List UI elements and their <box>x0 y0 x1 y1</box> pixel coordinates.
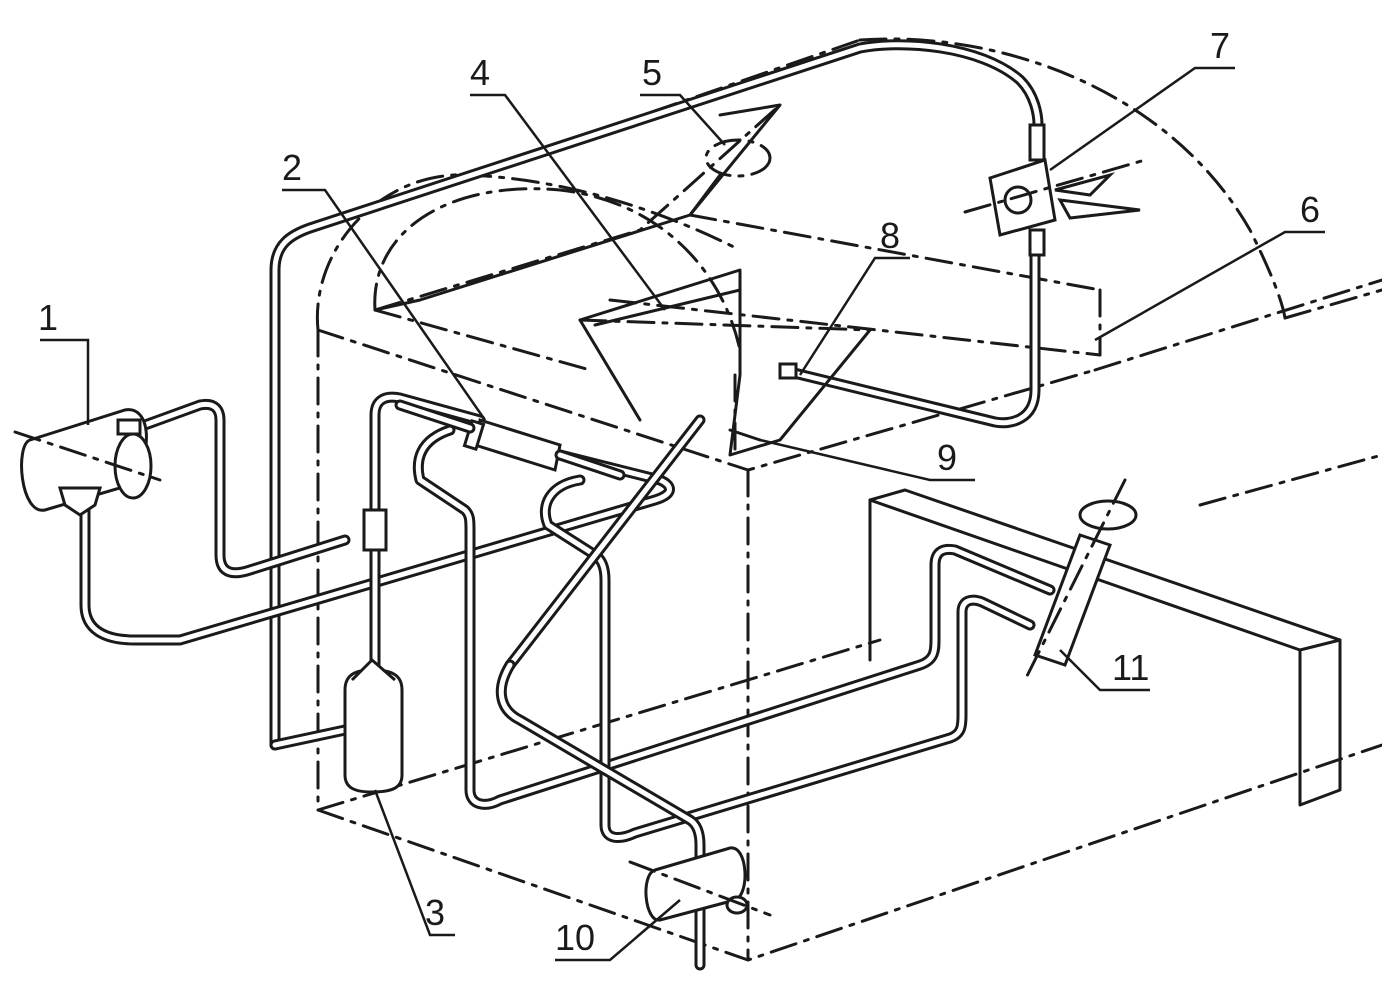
leader-8 <box>798 256 910 376</box>
compressor-port <box>116 418 142 436</box>
callout-6: 6 <box>1300 189 1320 230</box>
inner-arch <box>373 187 742 352</box>
callout-11: 11 <box>1112 647 1149 688</box>
receiver-3 <box>343 657 404 794</box>
leader-6 <box>1094 230 1325 342</box>
compressor-axis <box>13 430 162 482</box>
step-box-front <box>1298 638 1342 807</box>
pipe-to-valve-10-inner <box>498 662 703 968</box>
body-outline <box>315 37 1382 962</box>
evaporator-fitting <box>778 362 798 380</box>
rear-arch-outline <box>858 37 1287 320</box>
evaporator-8 <box>578 268 872 457</box>
rear-top-line <box>1283 288 1382 320</box>
tee-fitting <box>362 508 388 552</box>
pipe-diagonal-evap-inner <box>507 417 703 668</box>
leader-11 <box>1059 649 1150 692</box>
filter-left-line-inner <box>397 402 473 431</box>
pipe-loop-a-inner <box>415 427 1053 807</box>
callout-labels: 1 2 3 4 5 6 7 8 9 10 11 <box>38 25 1320 958</box>
leader-2 <box>282 188 487 421</box>
front-top-line <box>316 328 1097 472</box>
pipe-receiver-left-inner <box>272 727 348 748</box>
filter-line-inner <box>557 452 623 478</box>
callout-7: 7 <box>1210 25 1230 66</box>
floor-diagonal <box>316 638 882 812</box>
roof-vent-stem <box>688 173 722 217</box>
fan-blade-1 <box>1054 172 1116 197</box>
leader-4 <box>470 93 667 311</box>
pipe-network <box>79 39 1056 971</box>
callout-8: 8 <box>880 215 900 256</box>
pipe-fan-down-inner <box>787 232 1038 426</box>
valve-axis <box>628 860 772 917</box>
pipe-loop-a <box>412 424 1056 810</box>
valve-11-body <box>1033 533 1112 667</box>
pipe-loop-b-inner <box>542 477 1033 840</box>
leader-1 <box>40 338 90 425</box>
fan-mount-top <box>1028 123 1046 162</box>
leader-7 <box>1049 66 1235 172</box>
pipe-receiver-up-inner <box>372 394 483 668</box>
fan-hub <box>1003 185 1033 215</box>
filter-body <box>473 418 562 472</box>
front-bottom-line <box>316 743 1382 962</box>
tee-body <box>362 508 388 552</box>
roof-vent-5 <box>688 138 772 217</box>
step-box <box>868 488 1342 807</box>
pipe-compressor-bottom-inner <box>82 452 672 643</box>
cabin-floor-rear <box>578 318 872 332</box>
callout-10: 10 <box>555 917 595 958</box>
cabin-floor-diag <box>608 298 1102 357</box>
leader-3 <box>373 789 455 937</box>
callout-1: 1 <box>38 297 58 338</box>
filter-drier-2 <box>394 399 626 481</box>
fan-blade-2 <box>1057 198 1141 220</box>
receiver-body <box>343 668 404 794</box>
compressor-pulley <box>57 486 103 517</box>
bracket-9 <box>728 428 762 442</box>
fan-mount-bottom <box>1028 228 1046 257</box>
callout-4: 4 <box>470 52 490 93</box>
receiver-top <box>350 657 396 682</box>
fan-7 <box>963 123 1147 257</box>
callout-3: 3 <box>425 892 445 933</box>
rear-mid-line <box>1093 278 1382 372</box>
pipe-roof-loop-inner <box>272 42 1041 748</box>
fan-axis <box>963 158 1147 214</box>
leader-10 <box>555 899 681 962</box>
compressor-1 <box>13 408 162 517</box>
valve-11 <box>1023 478 1138 682</box>
leader-5 <box>640 93 726 146</box>
callout-2: 2 <box>282 147 302 188</box>
callout-9: 9 <box>937 437 957 478</box>
panel-4-outline <box>593 288 742 327</box>
filter-cap-left <box>462 418 486 452</box>
valve-11-axis <box>1023 478 1127 682</box>
evaporator-line <box>578 318 642 422</box>
leaders <box>40 66 1325 962</box>
cabin-floor-front <box>373 308 592 372</box>
rear-bottom-line <box>1198 453 1382 507</box>
leader-9 <box>759 438 975 482</box>
callout-5: 5 <box>642 52 662 93</box>
roof-vent-ellipse <box>704 138 772 178</box>
panel-4 <box>593 288 742 327</box>
bracket-9-edge <box>728 428 762 442</box>
pipe-compressor-top-inner <box>142 401 348 576</box>
evaporator-outline <box>578 268 872 457</box>
valve-10 <box>628 846 772 922</box>
